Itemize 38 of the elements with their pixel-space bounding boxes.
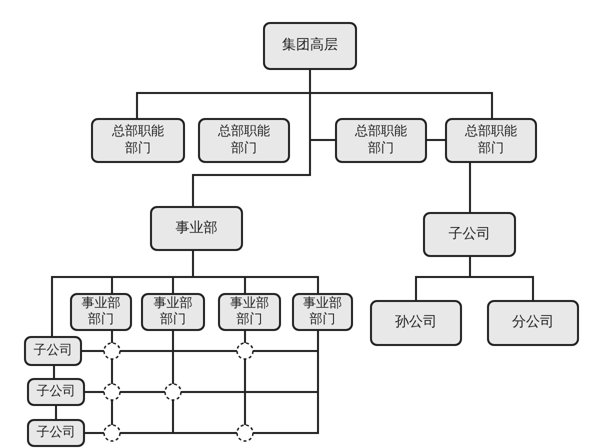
unit-name: 集团高层 bbox=[282, 37, 338, 55]
unit-name: 子公司 bbox=[36, 424, 76, 442]
unit-name: 事业部 bbox=[176, 220, 218, 238]
unit-name: 事业部部门 bbox=[82, 296, 120, 328]
org-unit-box bbox=[292, 293, 353, 331]
unit-name: 孙公司 bbox=[395, 314, 437, 332]
unit-name: 总部职能部门 bbox=[112, 124, 164, 157]
org-unit-box bbox=[335, 118, 427, 163]
org-unit-box bbox=[370, 300, 462, 346]
unit-name: 子公司 bbox=[36, 384, 76, 400]
unit-name: 事业部部门 bbox=[154, 296, 192, 328]
connector-line bbox=[55, 406, 57, 419]
connector-line bbox=[469, 257, 534, 300]
unit-name: 子公司 bbox=[448, 226, 490, 244]
org-unit-box bbox=[487, 300, 579, 346]
org-unit-box bbox=[91, 118, 185, 163]
org-unit-box bbox=[24, 336, 82, 366]
unit-name: 事业部部门 bbox=[230, 296, 269, 328]
unit-name: 分公司 bbox=[512, 314, 554, 332]
org-unit-box bbox=[198, 118, 290, 163]
unit-name: 事业部部门 bbox=[303, 296, 342, 328]
org-unit-box bbox=[218, 293, 281, 331]
unit-name: 总部职能部门 bbox=[218, 124, 270, 157]
org-unit-box bbox=[445, 118, 537, 163]
org-unit-box bbox=[150, 206, 243, 251]
unit-name: 总部职能部门 bbox=[355, 124, 407, 157]
unit-name: 子公司 bbox=[34, 342, 72, 360]
org-unit-box bbox=[423, 212, 516, 257]
connector-line bbox=[469, 163, 471, 212]
org-unit-box bbox=[27, 378, 85, 406]
connector-line bbox=[427, 139, 445, 141]
org-unit-box bbox=[263, 22, 357, 70]
org-unit-box bbox=[70, 293, 132, 331]
connector-line bbox=[53, 366, 55, 378]
unit-name: 总部职能部门 bbox=[465, 124, 517, 157]
connector-line bbox=[51, 251, 194, 336]
org-unit-box bbox=[27, 419, 85, 447]
org-unit-box bbox=[141, 293, 205, 331]
